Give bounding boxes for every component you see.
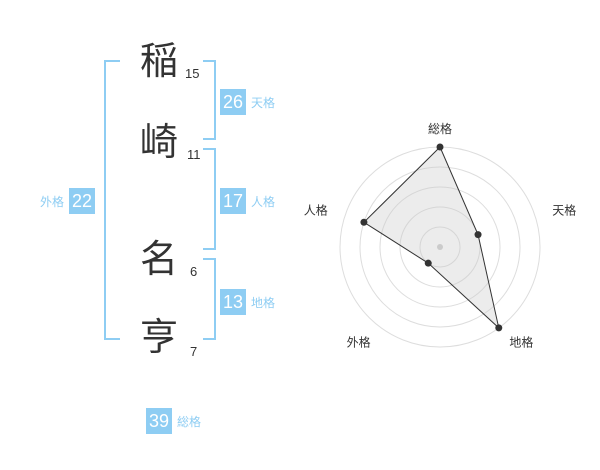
radar-ring-2 [399, 206, 481, 288]
radar-polygon [363, 146, 500, 330]
given-char-1: 名 [140, 237, 179, 281]
surname-char-2: 崎 [140, 120, 179, 164]
chikaku-badge: 13 地格 [220, 289, 275, 315]
radar-point-5 [360, 218, 368, 226]
gaikaku-bracket [104, 60, 120, 340]
gaikaku-value: 22 [69, 188, 96, 214]
radar-point-3 [495, 324, 503, 332]
jinkaku-label: 人格 [251, 194, 276, 209]
given-char-2: 亨 [140, 315, 179, 359]
chikaku-value: 13 [220, 289, 247, 315]
radar-axis-label-3: 地格 [509, 334, 533, 349]
jinkaku-bracket [203, 148, 216, 250]
tenkaku-label: 天格 [251, 95, 276, 110]
given-char-1-strokes: 6 [190, 264, 198, 279]
tenkaku-badge: 26 天格 [220, 89, 275, 115]
radar-center-dot [437, 244, 443, 250]
tenkaku-value: 26 [220, 89, 247, 115]
radar-axis-label-4: 外格 [347, 334, 371, 349]
gaikaku-badge: 外格 22 [40, 188, 96, 214]
chikaku-bracket [203, 258, 216, 340]
radar-axis-label-2: 天格 [552, 203, 576, 218]
surname-char-1: 稲 [140, 39, 179, 83]
chikaku-label: 地格 [251, 295, 276, 310]
surname-char-1-strokes: 15 [185, 66, 200, 81]
radar-ring-4 [359, 166, 521, 328]
soukaku-value: 39 [146, 408, 173, 434]
jinkaku-badge: 17 人格 [220, 188, 275, 214]
radar-axis-label-5: 人格 [304, 203, 328, 218]
soukaku-badge: 39 総格 [146, 408, 201, 434]
tenkaku-bracket [203, 60, 216, 140]
radar-series [360, 143, 503, 332]
radar-point-4 [424, 259, 432, 267]
surname-char-2-strokes: 11 [187, 147, 201, 162]
radar-ring-3 [379, 186, 501, 308]
radar-point-2 [474, 231, 482, 239]
given-char-2-strokes: 7 [190, 344, 198, 359]
gaikaku-label: 外格 [40, 194, 65, 209]
radar-point-1 [436, 143, 444, 151]
jinkaku-value: 17 [220, 188, 247, 214]
radar-ring-1 [419, 226, 461, 268]
soukaku-label: 総格 [177, 414, 202, 429]
radar-axis-label-1: 総格 [428, 121, 452, 136]
